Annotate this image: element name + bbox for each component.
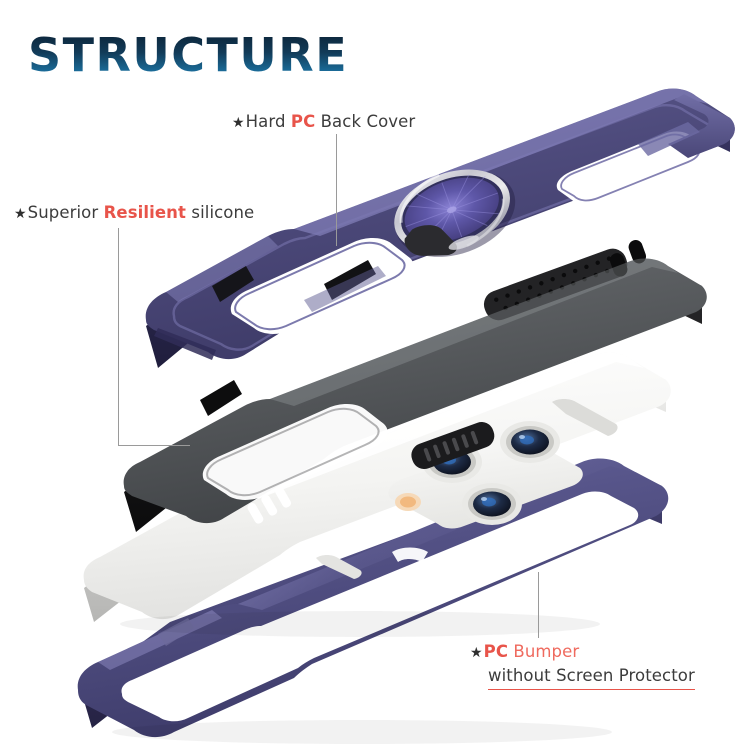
label-silicone-suffix: silicone [186, 203, 255, 222]
leader-line-silicone-vertical [118, 228, 120, 446]
label-bumper-suffix: Bumper [508, 642, 580, 661]
label-bumper-line1: ★PC Bumper [470, 640, 695, 664]
leader-line-back-cover [336, 134, 338, 246]
leader-line-silicone-horizontal [118, 445, 190, 447]
label-bumper-line2: without Screen Protector [470, 664, 695, 690]
label-superior-resilient-silicone: ★Superior Resilient silicone [14, 203, 254, 222]
part-resilient-silicone [108, 240, 708, 578]
label-back-cover-prefix: Hard [245, 112, 291, 131]
part-pc-back-cover [128, 78, 738, 408]
part-pc-bumper [62, 432, 682, 744]
label-back-cover-highlight: PC [290, 112, 316, 131]
label-back-cover-suffix: Back Cover [315, 112, 416, 131]
star-icon: ★ [470, 645, 483, 661]
page-title: STRUCTURE [28, 28, 349, 82]
label-bumper-highlight: PC [483, 642, 509, 661]
leader-line-bumper [538, 572, 540, 638]
label-bumper-note: without Screen Protector [488, 664, 695, 690]
label-pc-bumper: ★PC Bumper without Screen Protector [470, 640, 695, 690]
star-icon: ★ [14, 206, 27, 222]
label-silicone-prefix: Superior [27, 203, 104, 222]
label-silicone-highlight: Resilient [103, 203, 187, 222]
star-icon: ★ [232, 115, 245, 131]
label-hard-pc-back-cover: ★Hard PC Back Cover [232, 112, 415, 131]
